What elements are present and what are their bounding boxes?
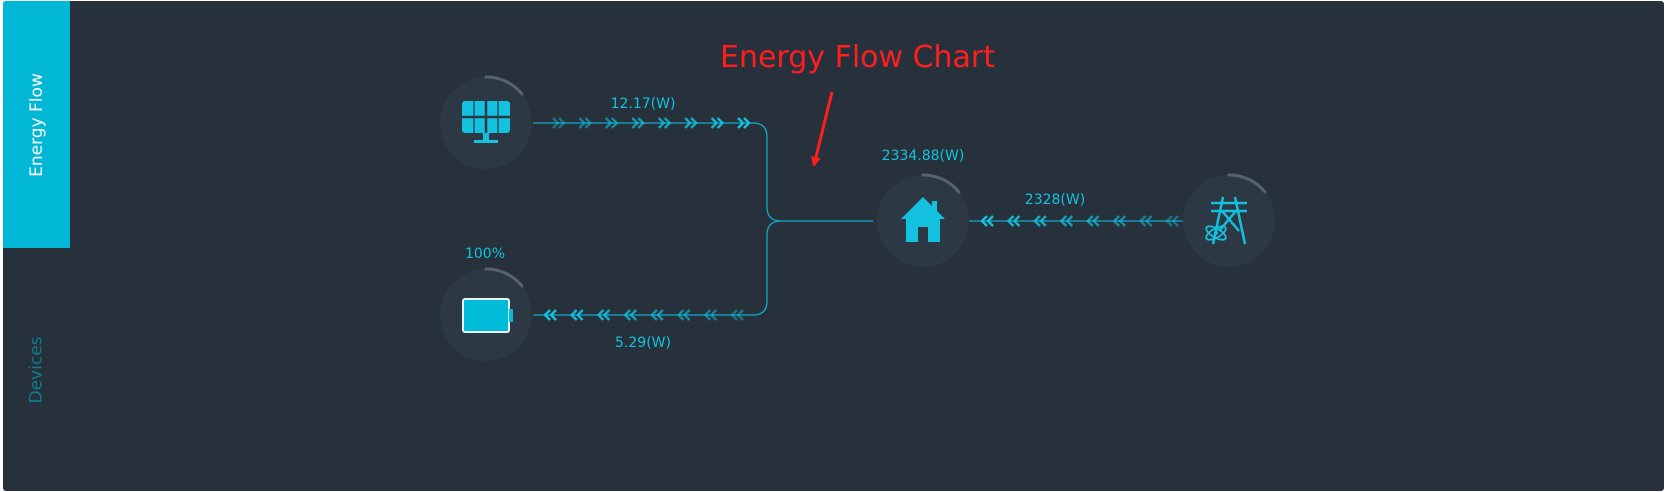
solar-flow-chevron [578,117,593,129]
grid-flow-chevron [1059,215,1074,227]
battery-flow-chevron [703,309,718,321]
solar-flow-chevron [631,117,645,129]
battery-flow-chevron [596,309,611,321]
battery-level-label: 100% [465,246,505,262]
annotation-arrow [811,91,834,167]
solar-panel-icon [462,101,510,143]
grid-flow-chevron [1086,215,1100,227]
grid-flow-chevron [980,215,994,227]
annotation-text: Energy Flow Chart [720,40,995,75]
battery-icon [462,298,513,333]
grid-flow-chevron [1006,215,1021,227]
solar-flow-chevron [657,117,672,129]
solar-flow-chevron [684,117,698,129]
battery-connection-line [533,220,782,316]
energy-panel: Energy Flow Devices Energy Flow Chart 12… [3,1,1664,491]
solar-node[interactable] [440,75,532,169]
home-node[interactable] [877,173,969,267]
grid-flow-chevron [1112,215,1126,227]
battery-flow-chevron [623,309,637,321]
home-value-label: 2334.88(W) [882,148,965,164]
grid-flow-chevron [1033,215,1047,227]
solar-flow-chevron [737,117,751,129]
house-icon [901,197,945,242]
battery-flow-arrows [543,309,744,321]
solar-flow-chevron [605,117,619,129]
power-tower-icon [1205,196,1247,245]
battery-flow-chevron [730,309,744,321]
battery-flow-label: 5.29(W) [615,335,671,351]
battery-flow-chevron [650,309,664,321]
energy-flow-diagram: Energy Flow Chart 12.17(W) 5.29(W) 2328(… [440,40,1275,361]
solar-flow-arrows [552,117,751,129]
battery-flow-chevron [543,309,557,321]
solar-flow-label: 12.17(W) [611,96,676,112]
grid-flow-label: 2328(W) [1025,192,1085,208]
grid-flow-chevron [1138,215,1153,227]
grid-flow-arrows [980,215,1179,227]
solar-flow-chevron [710,117,725,129]
sidebar: Energy Flow Devices [3,1,70,491]
solar-flow-chevron [552,117,566,129]
battery-flow-chevron [676,309,691,321]
grid-node[interactable] [1183,173,1275,267]
solar-connection-line [533,122,873,222]
grid-flow-chevron [1165,215,1179,227]
battery-node[interactable] [440,267,532,361]
tab-energy-flow[interactable]: Energy Flow [3,1,70,248]
battery-flow-chevron [570,309,584,321]
